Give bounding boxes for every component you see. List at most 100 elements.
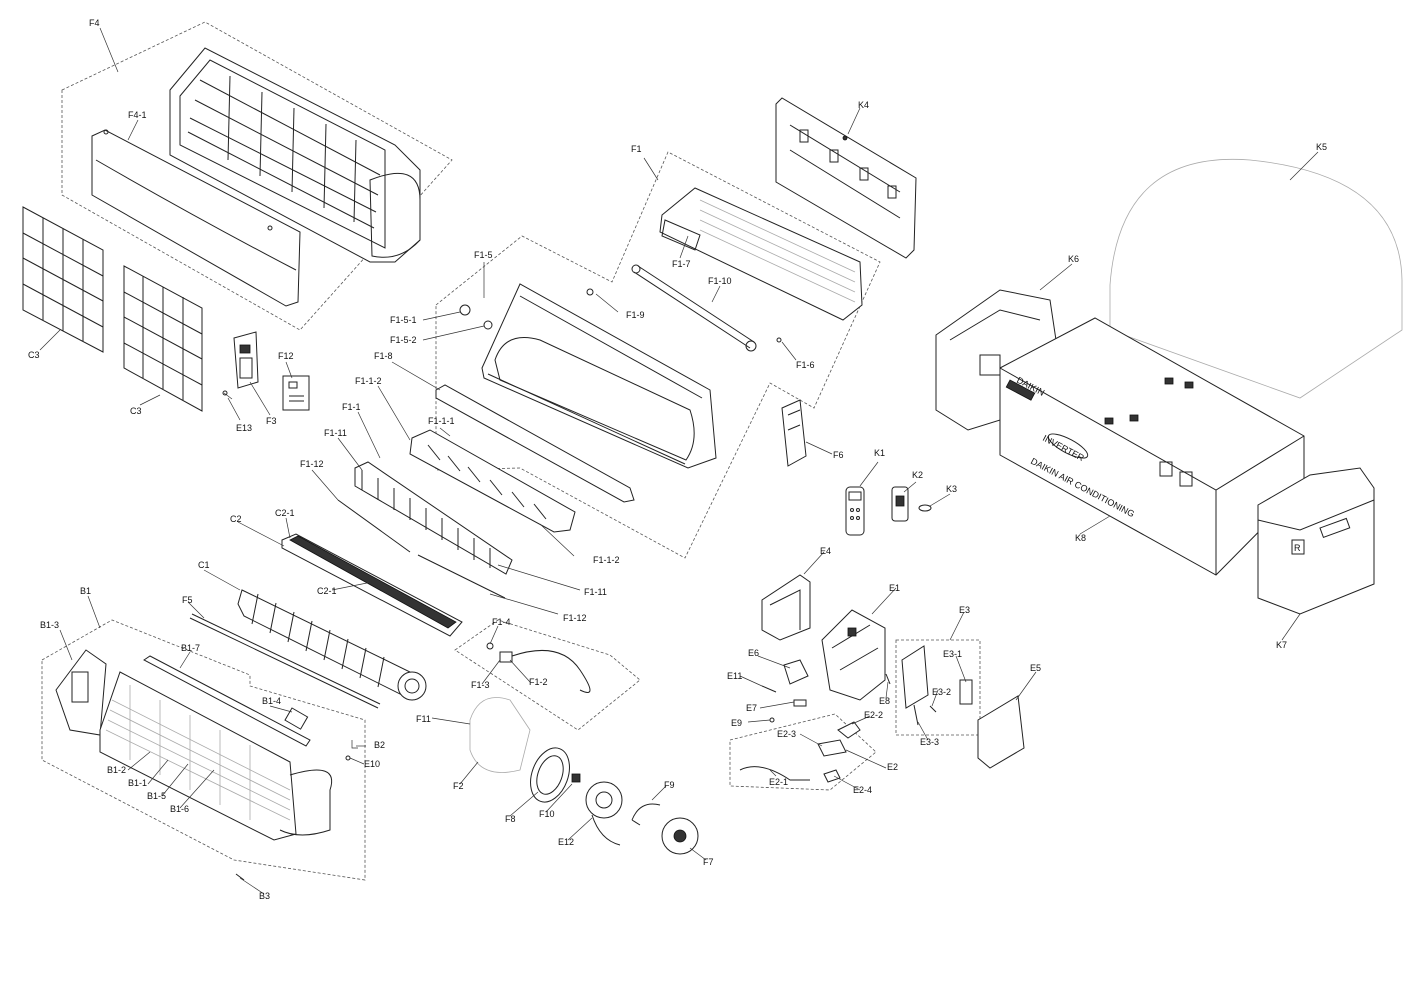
label-k8: K8 — [1075, 533, 1086, 543]
label-e3-3: E3-3 — [920, 737, 939, 747]
label-f1-8: F1-8 — [374, 351, 393, 361]
part-screw-e9 — [769, 717, 775, 723]
label-f1-5: F1-5 — [474, 250, 493, 260]
label-b1-3: B1-3 — [40, 620, 59, 630]
label-f1: F1 — [631, 144, 642, 154]
label-b1-4: B1-4 — [262, 696, 281, 706]
part-pcb-e3-1 — [901, 645, 929, 709]
part-remote-holder — [891, 486, 909, 522]
part-screw-e13 — [222, 390, 233, 400]
label-f4-1: F4-1 — [128, 110, 147, 120]
label-f9: F9 — [664, 780, 675, 790]
label-f5: F5 — [182, 595, 193, 605]
part-drain-pan-plate — [281, 533, 463, 637]
label-f2: F2 — [453, 781, 464, 791]
part-control-box-e4 — [761, 574, 811, 641]
part-screw-b3 — [235, 873, 245, 881]
part-flap-assembly — [409, 429, 576, 533]
group-outline-e2 — [729, 713, 877, 791]
label-f1-12-bottom: F1-12 — [563, 613, 587, 623]
part-front-panel — [91, 129, 301, 307]
part-strip-b1-7 — [143, 655, 311, 747]
label-e2-2: E2-2 — [864, 710, 883, 720]
part-wire-e11 — [761, 685, 777, 693]
group-f1-front-grille — [337, 151, 881, 599]
label-e2-4: E2-4 — [853, 785, 872, 795]
label-f1-1-2-top: F1-1-2 — [355, 376, 382, 386]
label-b1-5: B1-5 — [147, 791, 166, 801]
label-e4: E4 — [820, 546, 831, 556]
label-e2-3: E2-3 — [777, 729, 796, 739]
part-packing-bag — [1109, 158, 1403, 399]
label-e5: E5 — [1030, 663, 1041, 673]
part-upper-grille-panel — [659, 187, 863, 321]
part-clamp-e7 — [793, 699, 807, 707]
group-b1-heat-exchanger — [41, 619, 366, 881]
label-f1-1-1: F1-1-1 — [428, 416, 455, 426]
label-f12: F12 — [278, 351, 294, 361]
part-battery — [918, 504, 932, 512]
group-outline-f1 — [435, 151, 881, 559]
label-e3: E3 — [959, 605, 970, 615]
label-k5: K5 — [1316, 142, 1327, 152]
label-b3: B3 — [259, 891, 270, 901]
label-e8: E8 — [879, 696, 890, 706]
part-screw-f1-9 — [586, 288, 594, 296]
part-thermistor-e2-4 — [823, 769, 841, 783]
label-c3-right: C3 — [130, 406, 142, 416]
part-motor-cover — [661, 817, 699, 855]
label-f10: F10 — [539, 809, 555, 819]
label-f1-1-2-bottom: F1-1-2 — [593, 555, 620, 565]
part-guide-rail — [435, 384, 635, 503]
label-e2-1: E2-1 — [769, 777, 788, 787]
label-e9: E9 — [731, 718, 742, 728]
group-f4-front-panel-assembly — [61, 21, 453, 331]
part-thermistor-e2-2 — [837, 721, 861, 739]
group-outline-b1 — [41, 619, 366, 881]
part-insulation-b1-4 — [284, 707, 309, 730]
group-swing-motor — [454, 619, 641, 731]
part-terminal-block-e6 — [783, 659, 809, 685]
part-swing-motor — [499, 651, 513, 663]
label-c2-1-top: C2-1 — [275, 508, 295, 518]
part-screw-f1-6 — [776, 337, 782, 343]
label-f4: F4 — [89, 18, 100, 28]
label-f7: F7 — [703, 857, 714, 867]
part-piping-cover-bracket — [781, 399, 807, 467]
label-e6: E6 — [748, 648, 759, 658]
label-f3: F3 — [266, 416, 277, 426]
part-horizontal-rod — [631, 264, 757, 352]
part-packing-end-cap-right: R — [1257, 467, 1375, 615]
label-f1-3: F1-3 — [471, 680, 490, 690]
part-link-rod-right — [417, 554, 506, 599]
part-bearing-f1-5-1 — [459, 304, 471, 316]
part-side-cover-e5 — [977, 695, 1025, 769]
part-main-frame — [481, 283, 717, 469]
label-f11: F11 — [416, 714, 431, 724]
part-fan-rod-f5 — [189, 613, 381, 709]
group-e2-sensor — [729, 713, 877, 791]
label-e1: E1 — [889, 583, 900, 593]
group-outline-e3 — [895, 639, 981, 736]
label-k1: K1 — [874, 448, 885, 458]
part-electrical-box-e1 — [821, 609, 886, 701]
label-f1-10: F1-10 — [708, 276, 732, 286]
part-indoor-unit-body — [169, 47, 421, 263]
label-e10: E10 — [364, 759, 380, 769]
part-link-rod-left — [337, 499, 411, 553]
part-mounting-plate — [775, 97, 917, 259]
label-f1-5-1: F1-5-1 — [390, 315, 417, 325]
label-k3: K3 — [946, 484, 957, 494]
part-bearing-f1-5-2 — [483, 320, 493, 330]
part-motor-lead — [511, 649, 591, 693]
part-vertical-louver-set — [354, 461, 513, 575]
part-remote-controller — [845, 486, 865, 536]
part-heat-exchanger-coil — [99, 671, 332, 841]
part-air-filter-left — [22, 206, 104, 353]
part-terminal-e3-1 — [959, 679, 973, 705]
label-e2: E2 — [887, 762, 898, 772]
label-b1-2: B1-2 — [107, 765, 126, 775]
part-fan-bushing — [571, 773, 581, 783]
label-k6: K6 — [1068, 254, 1079, 264]
label-k2: K2 — [912, 470, 923, 480]
